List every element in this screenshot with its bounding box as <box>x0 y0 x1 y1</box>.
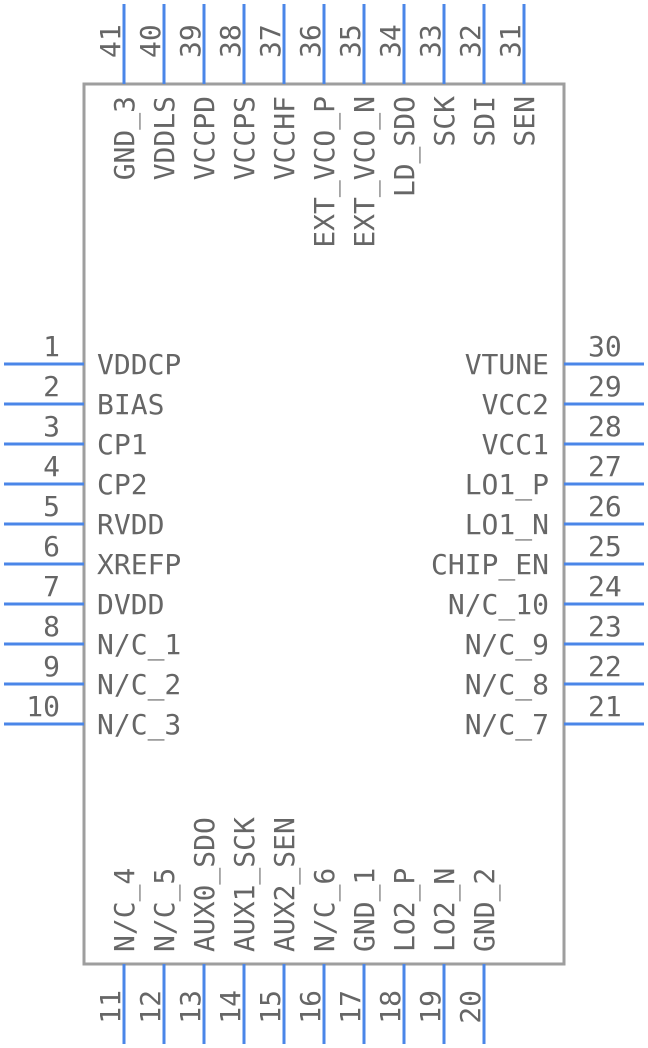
pin-27-number: 27 <box>588 450 622 483</box>
pin-8-label: N/C_1 <box>97 628 181 662</box>
pin-21-number: 21 <box>588 690 622 723</box>
pin-13-label: AUX0_SDO <box>188 817 222 952</box>
pin-33-number: 33 <box>414 24 447 58</box>
pin-28-number: 28 <box>588 410 622 443</box>
pin-32-number: 32 <box>454 24 487 58</box>
pin-38-number: 38 <box>214 24 247 58</box>
pin-38-label: VCCPS <box>228 96 261 180</box>
pin-20-number: 20 <box>454 990 487 1024</box>
pin-19-label: LO2_N <box>428 868 462 952</box>
pin-21-label: N/C_7 <box>465 708 549 742</box>
pin-25-number: 25 <box>588 530 622 563</box>
pin-36-number: 36 <box>294 24 327 58</box>
pin-31-label: SEN <box>508 96 541 147</box>
pin-39-number: 39 <box>174 24 207 58</box>
pin-15-number: 15 <box>254 990 287 1024</box>
pin-22-label: N/C_8 <box>465 668 549 702</box>
pin-7-label: DVDD <box>97 588 164 621</box>
pin-5-number: 5 <box>43 490 60 523</box>
pin-16-label: N/C_6 <box>308 868 342 952</box>
pin-32-label: SDI <box>468 96 501 147</box>
pin-17-label: GND_1 <box>348 868 382 952</box>
pin-20-label: GND_2 <box>468 868 502 952</box>
pin-3-number: 3 <box>43 410 60 443</box>
pin-24-number: 24 <box>588 570 622 603</box>
pin-26-number: 26 <box>588 490 622 523</box>
pin-34-label: LD_SDO <box>388 96 422 197</box>
pin-36-label: EXT_VCO_P <box>308 96 342 248</box>
pin-33-label: SCK <box>428 96 461 147</box>
pin-6-number: 6 <box>43 530 60 563</box>
pin-29-label: VCC2 <box>482 388 549 421</box>
pin-group: 1VDDCP2BIAS3CP14CP25RVDD6XREFP7DVDD8N/C_… <box>4 4 644 1044</box>
pin-31-number: 31 <box>494 24 527 58</box>
pin-14-label: AUX1_SCK <box>228 817 262 952</box>
pin-11-label: N/C_4 <box>108 868 142 952</box>
pin-23-number: 23 <box>588 610 622 643</box>
pin-30-number: 30 <box>588 330 622 363</box>
pin-27-label: LO1_P <box>465 468 549 502</box>
pin-3-label: CP1 <box>97 428 148 461</box>
pin-23-label: N/C_9 <box>465 628 549 662</box>
pin-37-label: VCCHF <box>268 96 301 180</box>
pin-10-number: 10 <box>26 690 60 723</box>
pin-35-number: 35 <box>334 24 367 58</box>
pin-14-number: 14 <box>214 990 247 1024</box>
pin-2-number: 2 <box>43 370 60 403</box>
pin-24-label: N/C_10 <box>448 588 549 622</box>
pin-4-label: CP2 <box>97 468 148 501</box>
pin-18-label: LO2_P <box>388 868 422 952</box>
pin-8-number: 8 <box>43 610 60 643</box>
pin-2-label: BIAS <box>97 388 164 421</box>
pin-41-label: GND_3 <box>108 96 142 180</box>
pin-40-number: 40 <box>134 24 167 58</box>
pin-10-label: N/C_3 <box>97 708 181 742</box>
pin-22-number: 22 <box>588 650 622 683</box>
pin-17-number: 17 <box>334 990 367 1024</box>
pin-30-label: VTUNE <box>465 348 549 381</box>
pin-4-number: 4 <box>43 450 60 483</box>
pin-25-label: CHIP_EN <box>431 548 549 582</box>
pin-19-number: 19 <box>414 990 447 1024</box>
pin-18-number: 18 <box>374 990 407 1024</box>
pin-1-label: VDDCP <box>97 348 181 381</box>
pin-7-number: 7 <box>43 570 60 603</box>
pin-11-number: 11 <box>94 990 127 1024</box>
pin-16-number: 16 <box>294 990 327 1024</box>
pin-5-label: RVDD <box>97 508 164 541</box>
pin-12-number: 12 <box>134 990 167 1024</box>
pin-34-number: 34 <box>374 24 407 58</box>
pin-41-number: 41 <box>94 24 127 58</box>
pin-29-number: 29 <box>588 370 622 403</box>
pin-35-label: EXT_VCO_N <box>348 96 382 248</box>
pin-13-number: 13 <box>174 990 207 1024</box>
pin-9-number: 9 <box>43 650 60 683</box>
pin-39-label: VCCPD <box>188 96 221 180</box>
pin-26-label: LO1_N <box>465 508 549 542</box>
pin-12-label: N/C_5 <box>148 868 182 952</box>
pin-15-label: AUX2_SEN <box>268 817 302 952</box>
pin-37-number: 37 <box>254 24 287 58</box>
pin-40-label: VDDLS <box>148 96 181 180</box>
pin-1-number: 1 <box>43 330 60 363</box>
pin-9-label: N/C_2 <box>97 668 181 702</box>
pin-28-label: VCC1 <box>482 428 549 461</box>
pin-6-label: XREFP <box>97 548 181 581</box>
